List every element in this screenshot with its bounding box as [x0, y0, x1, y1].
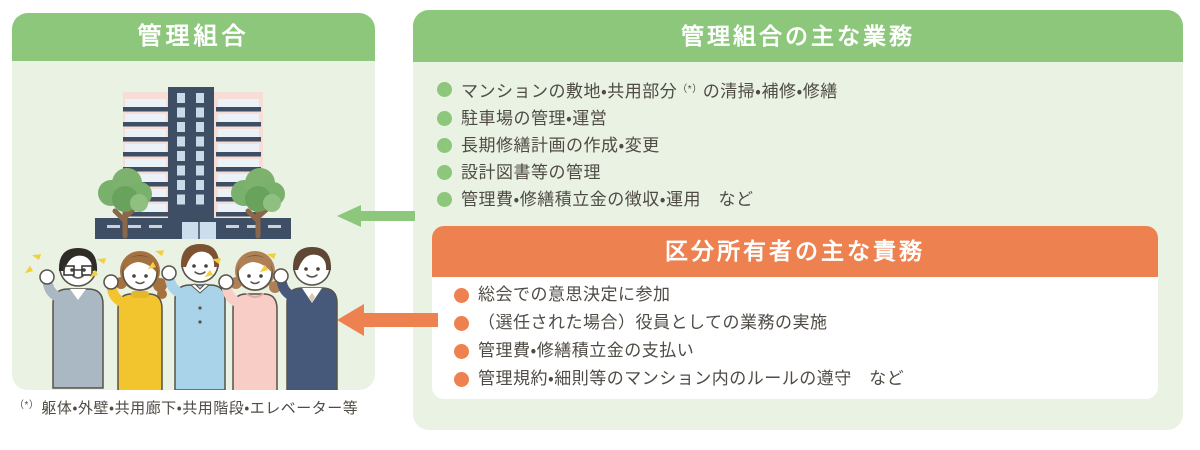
green-bullet-icon [437, 111, 452, 126]
residents-cheering-illustration [24, 244, 338, 390]
green-bullet-icon [437, 138, 452, 153]
association-duty-item: 長期修繕計画の作成・変更 [437, 132, 1173, 159]
association-duty-item: 設計図書等の管理 [437, 159, 1173, 186]
condo-and-residents-illustration [24, 87, 338, 390]
association-panel-body [12, 61, 375, 390]
duties-panel-title: 管理組合の主な業務 [413, 10, 1183, 62]
owner-box-body: 総会での意思決定に参加 （選任された場合）役員としての業務の実施 管理費・修繕積… [432, 277, 1158, 399]
owner-responsibilities-box: 区分所有者の主な責務 総会での意思決定に参加 （選任された場合） [432, 226, 1158, 399]
association-duty-item: マンションの敷地・共用部分（*）の清掃・補修・修繕 [437, 76, 1173, 105]
footnote: （*）躯体・外壁・共用廊下・共用階段・エレベーター等 [14, 396, 358, 418]
duty-text: 管理費・修繕積立金の徴収・運用 など [461, 190, 754, 209]
association-panel-title: 管理組合 [12, 13, 375, 61]
green-bullet-icon [437, 165, 452, 180]
resident-woman-yellow [89, 251, 167, 390]
duty-text: 設計図書等の管理 [461, 163, 601, 182]
duty-text: （選任された場合）役員としての業務の実施 [478, 313, 828, 332]
resident-man-navy-jacket [259, 247, 338, 390]
duties-panel-body: マンションの敷地・共用部分（*）の清掃・補修・修繕 駐車場の管理・運営 長期修繕… [413, 62, 1183, 430]
owner-duty-item: 総会での意思決定に参加 [454, 281, 1148, 309]
resident-man-blue-shirt [147, 244, 226, 390]
association-duty-item: 駐車場の管理・運営 [437, 105, 1173, 132]
resident-woman-pink [204, 251, 281, 390]
orange-left-arrow-icon [337, 304, 438, 336]
owner-box-title: 区分所有者の主な責務 [432, 226, 1158, 277]
orange-bullet-icon [454, 315, 469, 331]
duty-text: 長期修繕計画の作成・変更 [461, 136, 660, 155]
owner-duties-list: 総会での意思決定に参加 （選任された場合）役員としての業務の実施 管理費・修繕積… [432, 277, 1158, 393]
duty-text: 駐車場の管理・運営 [461, 109, 608, 128]
orange-bullet-icon [454, 287, 469, 303]
owner-duty-item: 管理費・修繕積立金の支払い [454, 337, 1148, 365]
duty-text: 総会での意思決定に参加 [478, 285, 671, 304]
footnote-text: 躯体・外壁・共用廊下・共用階段・エレベーター等 [41, 400, 359, 417]
duty-text: マンションの敷地・共用部分（*）の清掃・補修・修繕 [461, 82, 838, 101]
resident-man-glasses [24, 248, 104, 389]
association-panel: 管理組合 [12, 13, 375, 390]
duty-text: 管理費・修繕積立金の支払い [478, 341, 695, 360]
owner-duty-item: （選任された場合）役員としての業務の実施 [454, 309, 1148, 337]
orange-bullet-icon [454, 343, 469, 359]
association-duties-list: マンションの敷地・共用部分（*）の清掃・補修・修繕 駐車場の管理・運営 長期修繕… [413, 62, 1183, 213]
glasses-icon [63, 265, 93, 276]
green-bullet-icon [437, 82, 452, 97]
orange-bullet-icon [454, 371, 469, 387]
footnote-marker: （*） [14, 400, 40, 411]
green-left-arrow-icon [337, 205, 415, 227]
green-bullet-icon [437, 192, 452, 207]
association-duty-item: 管理費・修繕積立金の徴収・運用 など [437, 186, 1173, 213]
owner-duty-item: 管理規約・細則等のマンション内のルールの遵守 など [454, 365, 1148, 393]
duty-text: 管理規約・細則等のマンション内のルールの遵守 など [478, 369, 905, 388]
duties-panel: 管理組合の主な業務 マンションの敷地・共用部分（*）の清掃・補修・修繕 駐車場の… [413, 10, 1183, 430]
